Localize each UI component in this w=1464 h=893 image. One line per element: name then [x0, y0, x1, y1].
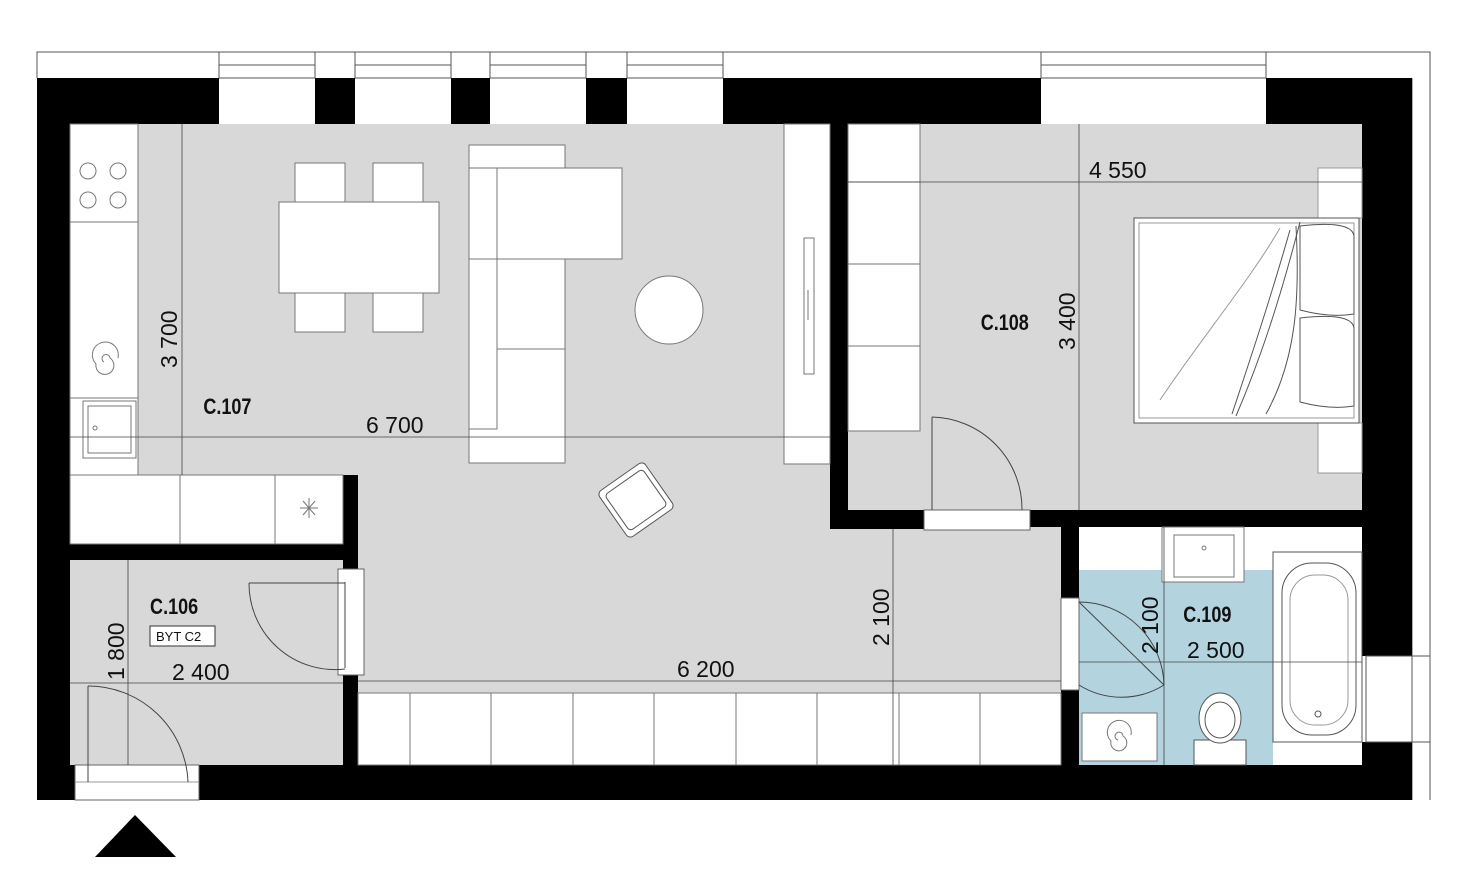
doors: [74, 416, 1165, 801]
washing-machine: [1081, 712, 1158, 762]
kitchen-counter: [69, 123, 344, 545]
fridge-icon: [300, 498, 318, 518]
spiral-icon: [91, 341, 119, 375]
dim-entry-width: 2 400: [172, 659, 230, 685]
sofa: [468, 144, 623, 464]
bathtub: [1272, 551, 1363, 743]
room-label-c108: C.108: [981, 311, 1029, 335]
dim-bath-width: 2 500: [1187, 637, 1245, 663]
room-label-c107: C.107: [203, 395, 251, 419]
coffee-table: [634, 275, 704, 345]
floor-entry-c106: [70, 560, 345, 765]
dim-hall-width: 6 200: [677, 656, 735, 682]
stove-icon: [79, 162, 127, 209]
dining-table: [278, 162, 440, 333]
bed: [1133, 167, 1363, 474]
sink-icon: [82, 400, 137, 459]
apartment-tag: BYT C2: [156, 629, 201, 644]
top-windows: [218, 51, 1267, 79]
room-label-c109: C.109: [1183, 603, 1231, 627]
dimension-lines: [70, 124, 1362, 765]
room-label-c106: C.106: [150, 595, 198, 619]
north-arrow-icon: [95, 815, 176, 857]
bath-window: [1365, 655, 1431, 743]
bedroom-wardrobe: [847, 123, 921, 432]
walls: [37, 78, 1412, 800]
dim-bedroom-depth: 3 400: [1054, 292, 1080, 350]
dim-entry-depth: 1 800: [103, 622, 129, 680]
tv-cabinet: [783, 123, 831, 465]
dim-living-depth: 3 700: [156, 310, 182, 368]
dim-bath-depth: 2 100: [1137, 596, 1163, 654]
dim-bedroom-width: 4 550: [1089, 157, 1147, 183]
hall-wardrobe: [357, 692, 1062, 766]
bath-sink: [1161, 526, 1245, 583]
floor-living-c107: [70, 124, 830, 529]
toilet: [1193, 692, 1247, 766]
dim-living-width: 6 700: [366, 412, 424, 438]
armchair: [598, 462, 674, 538]
dim-hall-depth: 2 100: [868, 588, 894, 646]
apartment-tag-box: [149, 625, 216, 647]
